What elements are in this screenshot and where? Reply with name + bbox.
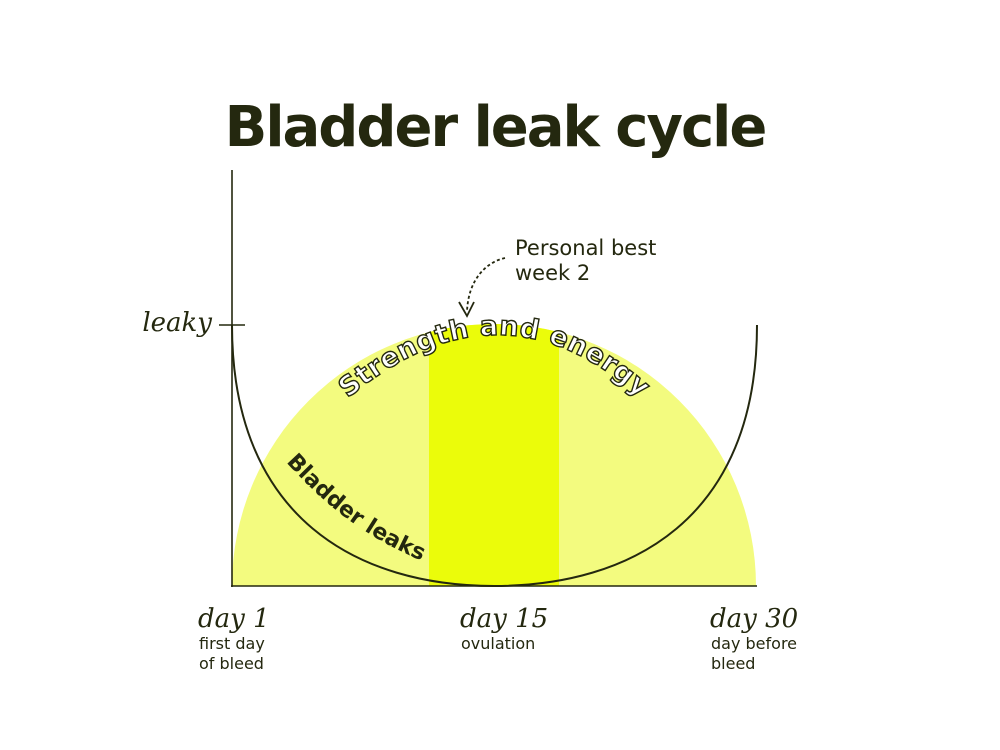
- x-tick-day15-sub1: ovulation: [461, 634, 535, 653]
- x-tick-day1-sub1: first day: [199, 634, 265, 653]
- arrow-head-icon: [458, 301, 475, 318]
- page-title: Bladder leak cycle: [225, 95, 766, 160]
- x-tick-day30-sub1: day before: [711, 634, 797, 653]
- bladder-leak-curve: [231, 324, 758, 588]
- x-tick-day30-sub2: bleed: [711, 654, 755, 673]
- x-tick-day15: day 15: [460, 604, 548, 634]
- annotation-line2: week 2: [515, 261, 590, 285]
- x-tick-day1-sub2: of bleed: [199, 654, 264, 673]
- y-tick-label: leaky: [142, 308, 212, 338]
- x-tick-day1: day 1: [198, 604, 270, 634]
- x-tick-day30: day 30: [710, 604, 798, 634]
- annotation-arrow: [466, 257, 506, 313]
- annotation-line1: Personal best: [515, 236, 656, 260]
- peak-band: [429, 324, 559, 586]
